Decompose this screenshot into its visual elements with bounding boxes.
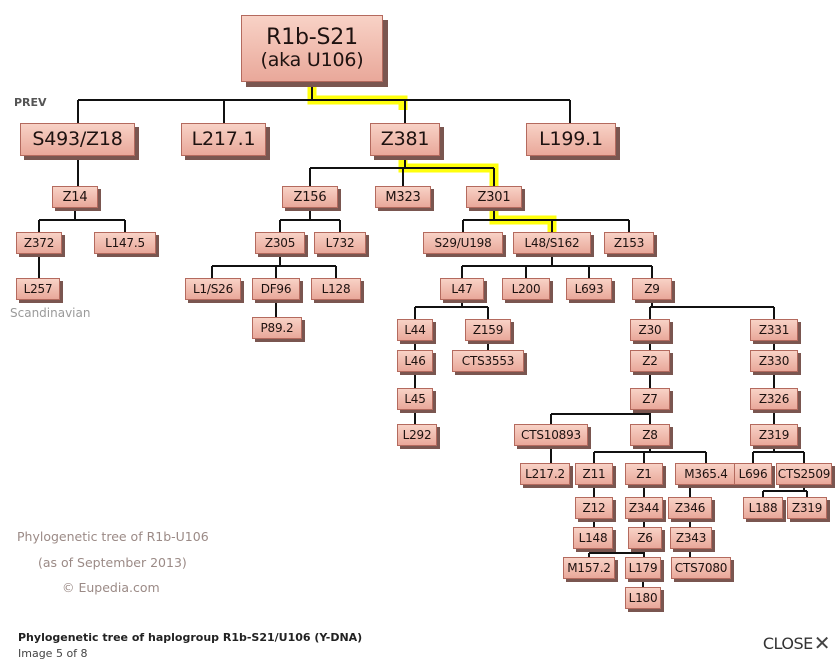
- node-l292[interactable]: L292: [397, 424, 437, 446]
- node-m365-4[interactable]: M365.4: [675, 463, 737, 485]
- prev-button[interactable]: PREV: [14, 96, 47, 109]
- image-caption: Phylogenetic tree of haplogroup R1b-S21/…: [18, 631, 363, 644]
- node-z8[interactable]: Z8: [630, 424, 670, 446]
- node-l48[interactable]: L48/S162: [513, 232, 591, 254]
- root-label: R1b-S21: [266, 24, 358, 50]
- node-p89-2[interactable]: P89.2: [252, 317, 302, 339]
- node-cts2509[interactable]: CTS2509: [776, 463, 832, 485]
- node-z326[interactable]: Z326: [750, 388, 798, 410]
- node-l45[interactable]: L45: [397, 388, 433, 410]
- node-s493[interactable]: S493/Z18: [20, 123, 135, 156]
- node-cts7080[interactable]: CTS7080: [671, 557, 731, 579]
- node-l199-1[interactable]: L199.1: [526, 123, 616, 156]
- node-r1b-s21[interactable]: R1b-S21 (aka U106): [241, 15, 383, 82]
- node-m157-2[interactable]: M157.2: [563, 557, 615, 579]
- node-z344[interactable]: Z344: [625, 497, 663, 519]
- close-icon: ✕: [813, 631, 831, 655]
- node-z331[interactable]: Z331: [750, 319, 798, 341]
- node-z301[interactable]: Z301: [466, 186, 522, 208]
- node-z30[interactable]: Z30: [630, 319, 670, 341]
- node-z153[interactable]: Z153: [604, 232, 654, 254]
- credit-title: Phylogenetic tree of R1b-U106: [17, 529, 209, 544]
- node-z7[interactable]: Z7: [630, 388, 670, 410]
- node-l147-5[interactable]: L147.5: [94, 232, 156, 254]
- connector-lines: [38, 82, 808, 587]
- node-z12[interactable]: Z12: [575, 497, 613, 519]
- node-l696[interactable]: L696: [734, 463, 772, 485]
- node-l257[interactable]: L257: [16, 278, 60, 300]
- credit-copyright: © Eupedia.com: [62, 580, 160, 595]
- tree-connectors: [38, 82, 808, 587]
- node-m323[interactable]: M323: [375, 186, 431, 208]
- node-z319[interactable]: Z319: [750, 424, 798, 446]
- node-l200[interactable]: L200: [502, 278, 550, 300]
- annotation-scandinavian: Scandinavian: [10, 306, 91, 320]
- node-l217-2[interactable]: L217.2: [520, 463, 570, 485]
- node-z159[interactable]: Z159: [465, 319, 511, 341]
- image-counter: Image 5 of 8: [18, 647, 88, 660]
- node-l1s26[interactable]: L1/S26: [185, 278, 241, 300]
- node-l47[interactable]: L47: [440, 278, 484, 300]
- node-l128[interactable]: L128: [311, 278, 361, 300]
- node-z343[interactable]: Z343: [670, 527, 712, 549]
- highlight-path: [307, 84, 557, 232]
- node-z11[interactable]: Z11: [575, 463, 613, 485]
- node-z372[interactable]: Z372: [16, 232, 62, 254]
- node-l693[interactable]: L693: [566, 278, 612, 300]
- node-z156[interactable]: Z156: [282, 186, 338, 208]
- node-l180[interactable]: L180: [625, 587, 661, 609]
- node-z305[interactable]: Z305: [255, 232, 305, 254]
- node-z14[interactable]: Z14: [52, 186, 98, 208]
- node-l44[interactable]: L44: [397, 319, 433, 341]
- node-cts3553[interactable]: CTS3553: [452, 350, 524, 372]
- close-button[interactable]: CLOSE ✕: [762, 631, 831, 655]
- node-cts10893[interactable]: CTS10893: [514, 424, 588, 446]
- close-label: CLOSE: [762, 633, 813, 653]
- node-z6[interactable]: Z6: [628, 527, 662, 549]
- node-z381[interactable]: Z381: [370, 123, 440, 156]
- node-l188[interactable]: L188: [743, 497, 783, 519]
- node-z330[interactable]: Z330: [750, 350, 798, 372]
- node-s29[interactable]: S29/U198: [423, 232, 503, 254]
- node-z1[interactable]: Z1: [625, 463, 663, 485]
- node-l46[interactable]: L46: [397, 350, 433, 372]
- node-z319b[interactable]: Z319: [787, 497, 827, 519]
- node-z346[interactable]: Z346: [668, 497, 712, 519]
- node-df96[interactable]: DF96: [252, 278, 300, 300]
- node-l217-1[interactable]: L217.1: [181, 123, 266, 156]
- node-z9[interactable]: Z9: [632, 278, 672, 300]
- node-l179[interactable]: L179: [625, 557, 661, 579]
- credit-date: (as of September 2013): [38, 555, 187, 570]
- node-l732[interactable]: L732: [314, 232, 366, 254]
- node-l148[interactable]: L148: [573, 527, 613, 549]
- root-sublabel: (aka U106): [260, 49, 364, 72]
- node-z2[interactable]: Z2: [630, 350, 670, 372]
